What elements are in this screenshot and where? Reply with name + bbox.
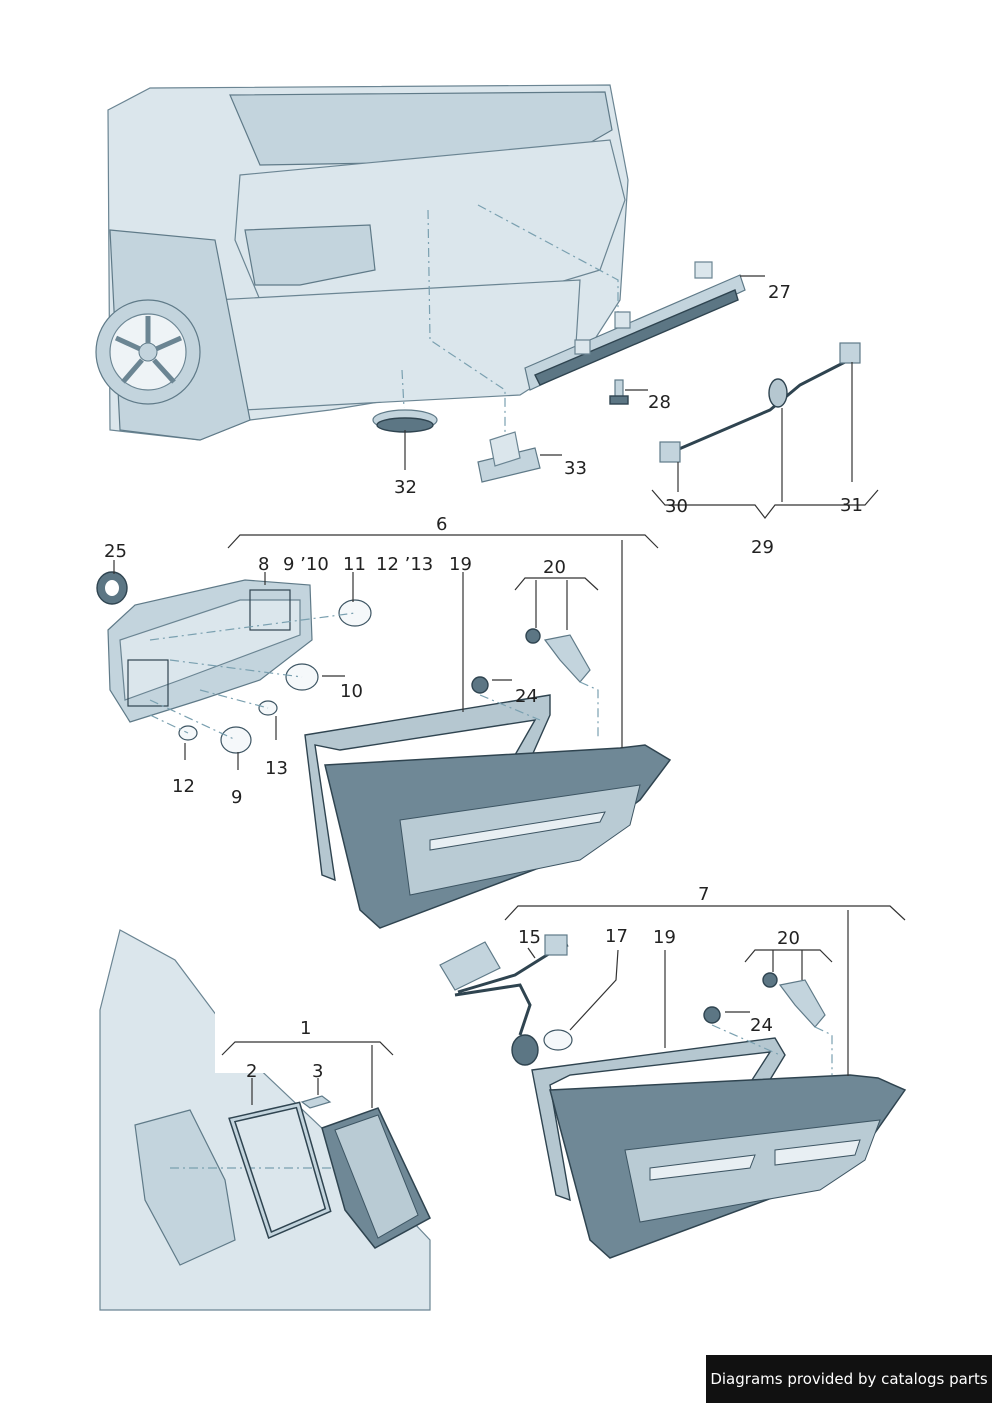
- screw-icon: [609, 379, 629, 405]
- callout-6: 6: [436, 514, 447, 535]
- callout-3: 3: [312, 1061, 323, 1082]
- callout-7: 7: [698, 884, 709, 905]
- attribution-footer: Diagrams provided by catalogs parts: [706, 1355, 992, 1403]
- lamp-unit: [321, 1107, 431, 1249]
- rear-side-illustration: [99, 929, 431, 1311]
- tail-light-left: [304, 694, 672, 929]
- callout-32: 32: [394, 477, 417, 498]
- third-brake-light: [524, 261, 746, 391]
- callout-12-13: 12 ’13: [376, 554, 433, 575]
- attribution-text: Diagrams provided by catalogs parts: [710, 1370, 988, 1388]
- connector-harness: [439, 934, 573, 1066]
- callout-10: 10: [340, 681, 363, 702]
- car-rear-illustration: [95, 84, 629, 441]
- lamp-holder: [107, 579, 313, 723]
- callout-13: 13: [265, 758, 288, 779]
- callout-33: 33: [564, 458, 587, 479]
- callout-17: 17: [605, 926, 628, 947]
- licence-plate-light: [477, 431, 541, 483]
- callout-30: 30: [665, 496, 688, 517]
- callout-19-top: 19: [449, 554, 472, 575]
- callout-25: 25: [104, 541, 127, 562]
- tail-light-right: [531, 1037, 907, 1259]
- callout-11: 11: [343, 554, 366, 575]
- callout-24-top: 24: [515, 686, 538, 707]
- callout-19-bottom: 19: [653, 927, 676, 948]
- callout-29: 29: [751, 537, 774, 558]
- callout-27: 27: [768, 282, 791, 303]
- callout-9-10: 9 ’10: [283, 554, 329, 575]
- callout-15: 15: [518, 927, 541, 948]
- clip-icon: [703, 972, 826, 1028]
- callout-labels: 27 28 32 33 30 31 29 6 25 8 9 ’10 11 12 …: [104, 282, 863, 1082]
- callout-9: 9: [231, 787, 242, 808]
- callout-2: 2: [246, 1061, 257, 1082]
- clip-icon: [471, 628, 591, 694]
- callout-31: 31: [840, 495, 863, 516]
- callout-20-top: 20: [543, 557, 566, 578]
- callout-1: 1: [300, 1018, 311, 1039]
- small-bulb-icon: [300, 1095, 332, 1109]
- licence-plate-light-cover: [372, 409, 438, 433]
- callout-8: 8: [258, 554, 269, 575]
- callout-20-bottom: 20: [777, 928, 800, 949]
- grommet-icon: [96, 571, 128, 605]
- gasket: [228, 1101, 332, 1240]
- wiring-harness: [659, 342, 861, 463]
- callout-24-bottom: 24: [750, 1015, 773, 1036]
- callout-28: 28: [648, 392, 671, 413]
- callout-12: 12: [172, 776, 195, 797]
